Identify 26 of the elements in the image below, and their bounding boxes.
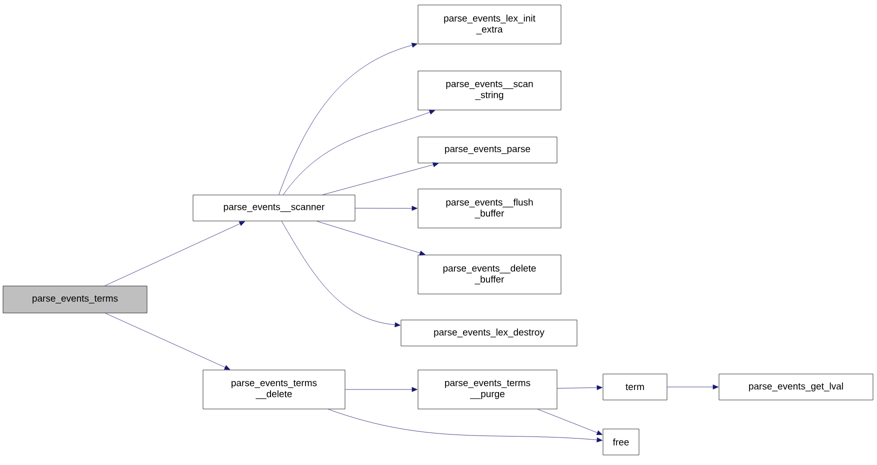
function-box: parse_events_terms __purge bbox=[418, 370, 558, 410]
arrow bbox=[355, 206, 418, 211]
arrow bbox=[328, 408, 602, 442]
arrow bbox=[281, 220, 400, 328]
arrow bbox=[104, 221, 246, 286]
function-box: parse_events_lex_init _extra bbox=[418, 4, 562, 44]
function-box: parse_events__scanner bbox=[192, 194, 356, 222]
arrow bbox=[345, 387, 418, 392]
function-box: parse_events__delete _buffer bbox=[418, 254, 562, 294]
function-box: parse_events_terms bbox=[2, 286, 148, 314]
function-box: parse_events__flush _buffer bbox=[418, 188, 562, 228]
arrow bbox=[278, 42, 418, 195]
function-box: parse_events_terms __delete bbox=[202, 370, 346, 410]
function-box: free bbox=[602, 428, 640, 456]
arrow bbox=[316, 220, 426, 256]
function-box: term bbox=[602, 374, 668, 400]
function-box: parse_events_get_lval bbox=[718, 374, 874, 400]
arrow bbox=[557, 385, 602, 390]
function-box: parse_events__scan _string bbox=[418, 70, 562, 110]
arrow bbox=[322, 162, 439, 195]
arrow bbox=[283, 110, 436, 195]
arrow bbox=[667, 384, 718, 390]
arrow bbox=[105, 312, 230, 370]
arrow bbox=[537, 408, 603, 435]
function-box: parse_events_parse bbox=[418, 136, 558, 164]
function-box: parse_events_lex_destroy bbox=[400, 320, 578, 346]
